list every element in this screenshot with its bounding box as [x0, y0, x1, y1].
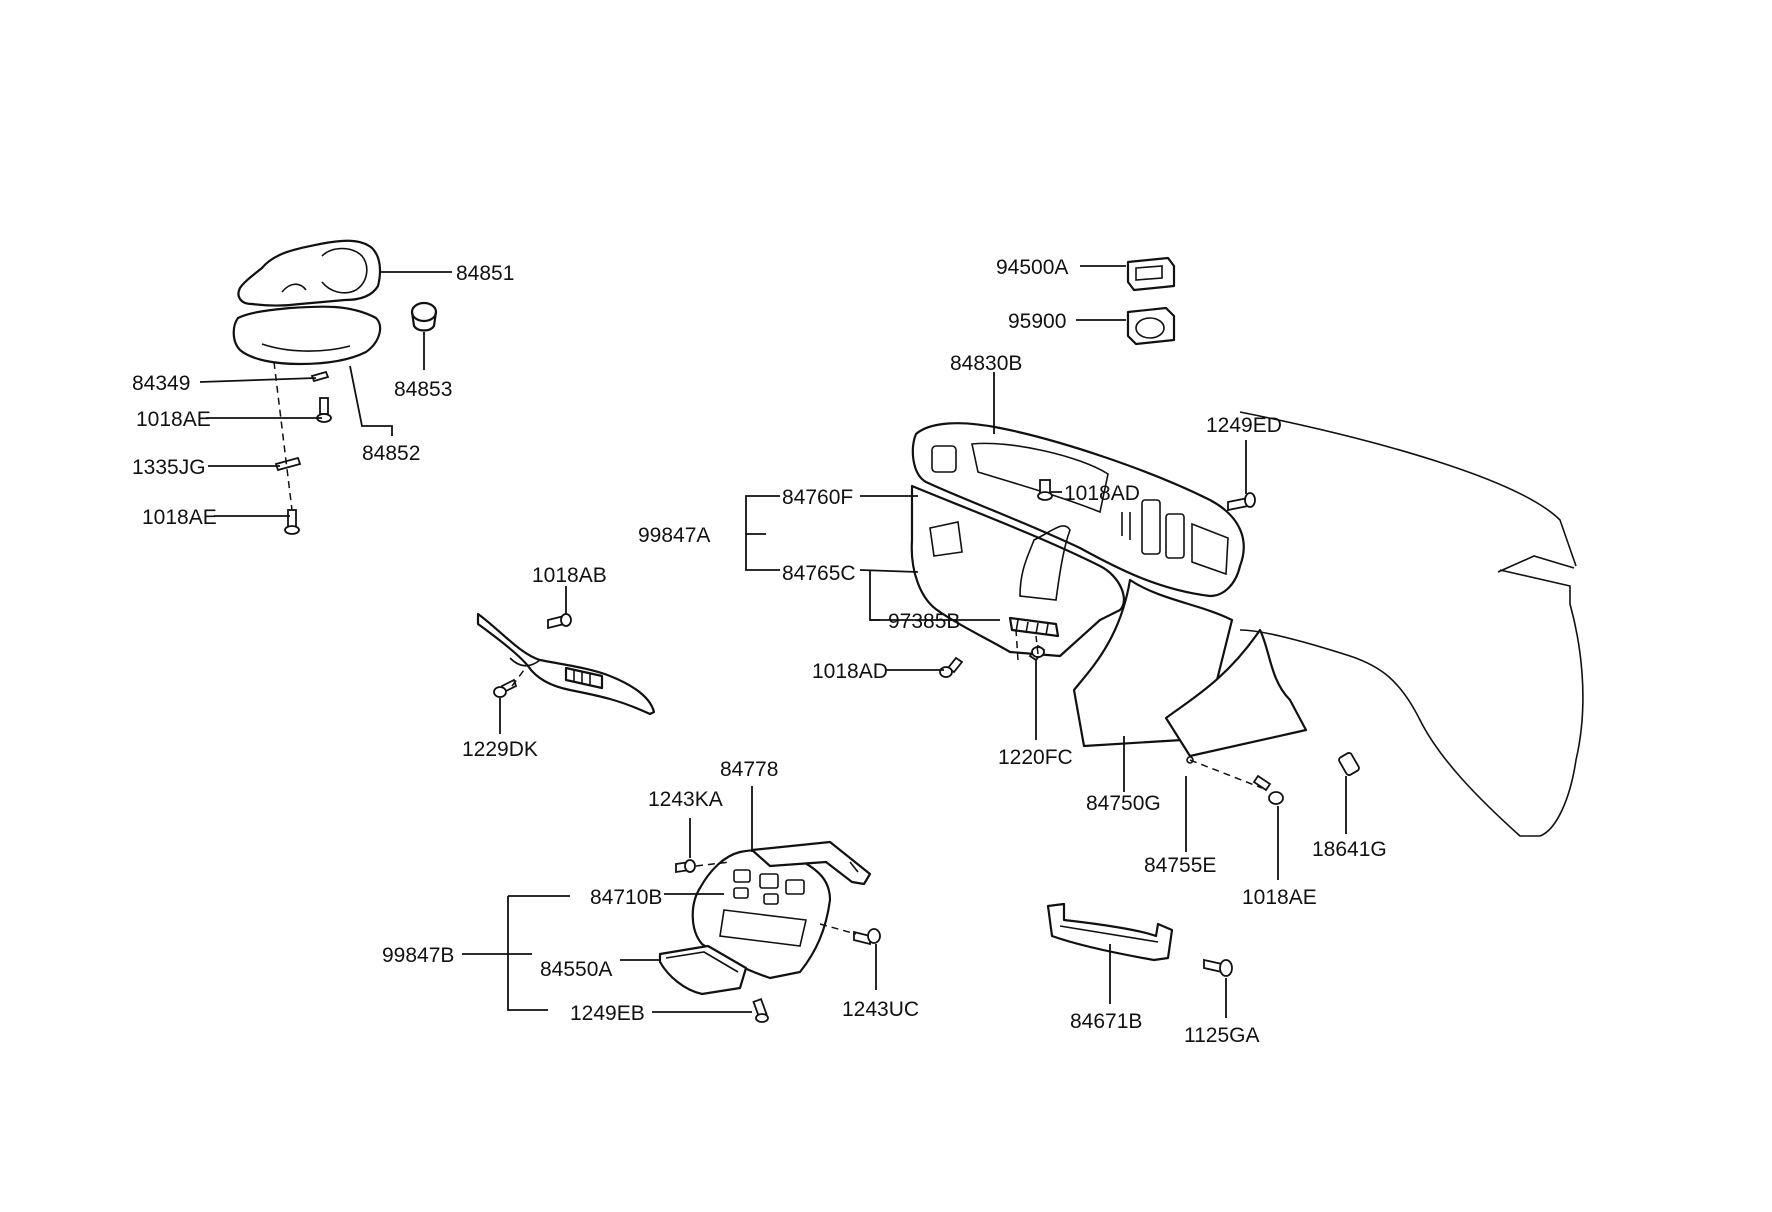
label-84853: 84853	[394, 378, 452, 401]
label-1018ad-lower: 1018AD	[812, 660, 888, 683]
label-84550a: 84550A	[540, 958, 612, 981]
steering-column-shroud-lower	[232, 305, 382, 366]
steering-column-shroud-upper	[237, 239, 382, 307]
label-84349: 84349	[132, 372, 190, 395]
panel-screws	[939, 479, 1360, 805]
label-84710b: 84710B	[590, 886, 662, 909]
cluster-facia-84830b	[911, 422, 1245, 598]
label-18641g: 18641G	[1312, 838, 1387, 861]
bolt-1125ga	[1203, 958, 1233, 977]
label-1335jg: 1335JG	[132, 456, 206, 479]
label-1243uc: 1243UC	[842, 998, 919, 1021]
label-84852: 84852	[362, 442, 420, 465]
leaders-console	[462, 786, 877, 1013]
part-labels: 84851 84853 84349 1018AE 84852 1335JG 10…	[132, 256, 1387, 1047]
leaders-panel	[745, 372, 1347, 880]
label-84778: 84778	[720, 758, 778, 781]
label-1220fc: 1220FC	[998, 746, 1073, 769]
ashtray-84550a	[658, 944, 748, 996]
label-1125ga: 1125GA	[1184, 1024, 1260, 1047]
speaker-95900	[1126, 306, 1176, 346]
label-1018ab: 1018AB	[532, 564, 607, 587]
label-1018ae-upper: 1018AE	[136, 408, 211, 431]
instrument-panel-body	[1239, 411, 1584, 837]
side-trim-screws	[493, 613, 572, 698]
leaders-steering	[199, 271, 452, 517]
leaders-bracket	[1109, 944, 1227, 1018]
label-84765c: 84765C	[782, 562, 856, 585]
label-94500a: 94500A	[996, 256, 1068, 279]
label-1249eb: 1249EB	[570, 1002, 645, 1025]
label-84830b: 84830B	[950, 352, 1022, 375]
label-84750g: 84750G	[1086, 792, 1161, 815]
label-1018ad-upper: 1018AD	[1064, 482, 1140, 505]
label-97385b: 97385B	[888, 610, 960, 633]
leaders-top-center	[1076, 265, 1126, 321]
label-84671b: 84671B	[1070, 1010, 1142, 1033]
label-1243ka: 1243KA	[648, 788, 723, 811]
console-bracket-84778	[750, 840, 872, 886]
label-84755e: 84755E	[1144, 854, 1216, 877]
label-99847a: 99847A	[638, 524, 710, 547]
label-1249ed: 1249ED	[1206, 414, 1282, 437]
label-1229dk: 1229DK	[462, 738, 538, 761]
console-screws	[675, 859, 881, 1023]
shroud-screws	[273, 361, 332, 535]
shroud-grommet	[410, 301, 438, 332]
label-84851: 84851	[456, 262, 514, 285]
knee-panel-84755e	[1164, 628, 1308, 764]
label-1018ae-right: 1018AE	[1242, 886, 1317, 909]
label-1018ae-lower: 1018AE	[142, 506, 217, 529]
leaders-side-trim	[499, 586, 567, 734]
bracket-84671b	[1046, 902, 1174, 962]
label-95900: 95900	[1008, 310, 1066, 333]
switch-94500a	[1126, 256, 1176, 292]
label-99847b: 99847B	[382, 944, 454, 967]
label-84760f: 84760F	[782, 486, 853, 509]
side-trim-panel	[476, 612, 656, 716]
lower-facia-84760f	[910, 484, 1126, 658]
